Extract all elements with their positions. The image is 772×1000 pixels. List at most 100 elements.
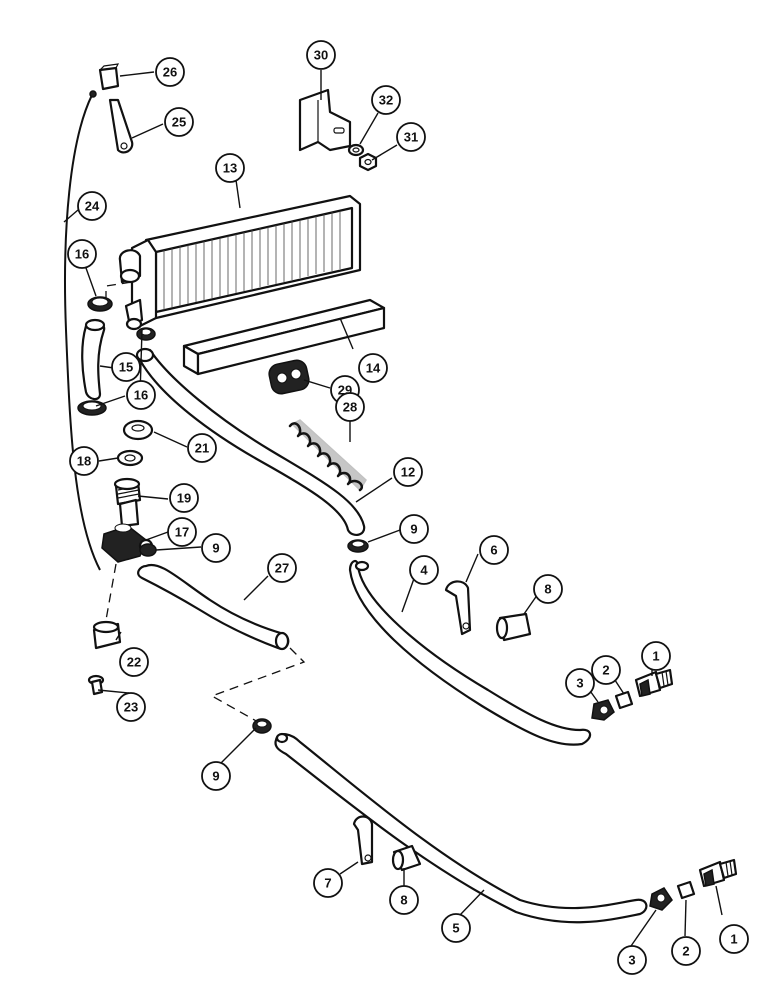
svg-text:2: 2 bbox=[602, 663, 609, 678]
svg-text:3: 3 bbox=[576, 676, 583, 691]
pipe-clip-7 bbox=[352, 815, 374, 866]
nut-3-upper bbox=[591, 699, 615, 721]
svg-text:1: 1 bbox=[730, 932, 737, 947]
callout-16-top: 16 bbox=[67, 239, 97, 269]
grommet bbox=[268, 359, 310, 395]
svg-text:9: 9 bbox=[212, 769, 219, 784]
hose-12 bbox=[138, 348, 366, 536]
svg-text:13: 13 bbox=[223, 161, 237, 176]
nut-21 bbox=[122, 419, 154, 441]
callout-13: 13 bbox=[215, 153, 245, 183]
connector-1-lower bbox=[698, 858, 738, 888]
callout-22: 22 bbox=[119, 647, 149, 677]
foam-seal-strip bbox=[182, 298, 386, 376]
svg-text:8: 8 bbox=[544, 582, 551, 597]
pipe-4 bbox=[348, 560, 592, 746]
svg-text:23: 23 bbox=[124, 700, 138, 715]
svg-text:15: 15 bbox=[119, 360, 133, 375]
mounting-bracket bbox=[298, 88, 352, 152]
svg-text:5: 5 bbox=[452, 921, 459, 936]
hose-clip-valve bbox=[139, 543, 157, 557]
svg-text:2: 2 bbox=[682, 944, 689, 959]
callout-17: 17 bbox=[167, 517, 197, 547]
svg-text:6: 6 bbox=[490, 543, 497, 558]
nut-31 bbox=[358, 152, 378, 172]
svg-text:1: 1 bbox=[652, 649, 659, 664]
hose-15 bbox=[81, 320, 106, 401]
callout-15: 15 bbox=[111, 352, 141, 382]
svg-text:16: 16 bbox=[134, 388, 148, 403]
sleeve-8-upper bbox=[495, 612, 532, 642]
hose-clip-heater bbox=[136, 327, 156, 341]
callout-16-bottom: 16 bbox=[126, 380, 156, 410]
callout-30: 30 bbox=[306, 40, 336, 70]
hose-clip-lower bbox=[77, 400, 107, 416]
callout-25: 25 bbox=[164, 107, 194, 137]
callout-1-upper: 1 bbox=[641, 641, 671, 671]
callout-32: 32 bbox=[371, 85, 401, 115]
svg-text:19: 19 bbox=[177, 491, 191, 506]
svg-text:14: 14 bbox=[366, 361, 381, 376]
callout-8-lower: 8 bbox=[389, 885, 419, 915]
svg-text:9: 9 bbox=[410, 522, 417, 537]
hose-clip-upper bbox=[87, 296, 113, 312]
callout-1-lower: 1 bbox=[719, 924, 749, 954]
callout-26: 26 bbox=[155, 57, 185, 87]
svg-text:18: 18 bbox=[77, 454, 91, 469]
callout-9-hose12: 9 bbox=[399, 514, 429, 544]
svg-text:4: 4 bbox=[420, 563, 428, 578]
svg-text:24: 24 bbox=[85, 199, 100, 214]
knob bbox=[98, 66, 120, 91]
callout-3-lower: 3 bbox=[617, 945, 647, 975]
svg-text:26: 26 bbox=[163, 65, 177, 80]
valve-nut bbox=[92, 620, 122, 650]
svg-text:32: 32 bbox=[379, 93, 393, 108]
callout-2-upper: 2 bbox=[591, 655, 621, 685]
callout-19: 19 bbox=[169, 483, 199, 513]
callout-31: 31 bbox=[396, 122, 426, 152]
heater-core bbox=[105, 194, 362, 331]
callout-12: 12 bbox=[393, 457, 423, 487]
sleeve-8-lower bbox=[391, 844, 422, 872]
ferrule-2-upper bbox=[614, 690, 634, 710]
hose-clip-12 bbox=[347, 539, 369, 553]
svg-text:28: 28 bbox=[343, 400, 357, 415]
svg-text:21: 21 bbox=[195, 441, 209, 456]
svg-text:7: 7 bbox=[324, 876, 331, 891]
callout-5: 5 bbox=[441, 913, 471, 943]
washer-18 bbox=[116, 449, 144, 467]
threaded-fitting bbox=[113, 477, 142, 528]
svg-text:22: 22 bbox=[127, 655, 141, 670]
nut-3-lower bbox=[649, 887, 673, 911]
callout-8-upper: 8 bbox=[533, 574, 563, 604]
callout-23: 23 bbox=[116, 692, 146, 722]
callout-24: 24 bbox=[77, 191, 107, 221]
svg-text:27: 27 bbox=[275, 561, 289, 576]
heater-valve bbox=[101, 523, 154, 563]
callout-9-lower: 9 bbox=[201, 761, 231, 791]
callout-7: 7 bbox=[313, 868, 343, 898]
callout-21: 21 bbox=[187, 433, 217, 463]
control-lever bbox=[108, 98, 134, 154]
svg-text:17: 17 bbox=[175, 525, 189, 540]
screw bbox=[87, 674, 105, 696]
pipe-5 bbox=[274, 733, 648, 924]
callout-4: 4 bbox=[409, 555, 439, 585]
callout-27: 27 bbox=[267, 553, 297, 583]
svg-text:31: 31 bbox=[404, 130, 418, 145]
svg-text:16: 16 bbox=[75, 247, 89, 262]
hose-spring bbox=[288, 419, 367, 492]
connector-1-upper bbox=[634, 668, 674, 698]
callout-3-upper: 3 bbox=[565, 668, 595, 698]
pipe-clip-6 bbox=[444, 580, 472, 636]
washer-32 bbox=[347, 143, 365, 157]
svg-text:9: 9 bbox=[212, 541, 219, 556]
cable-end bbox=[89, 90, 97, 98]
svg-text:12: 12 bbox=[401, 465, 415, 480]
ferrule-2-lower bbox=[676, 880, 696, 900]
svg-text:30: 30 bbox=[314, 48, 328, 63]
callout-6: 6 bbox=[479, 535, 509, 565]
hose-clip-lower-pipe bbox=[252, 718, 272, 734]
control-cable bbox=[64, 94, 101, 571]
